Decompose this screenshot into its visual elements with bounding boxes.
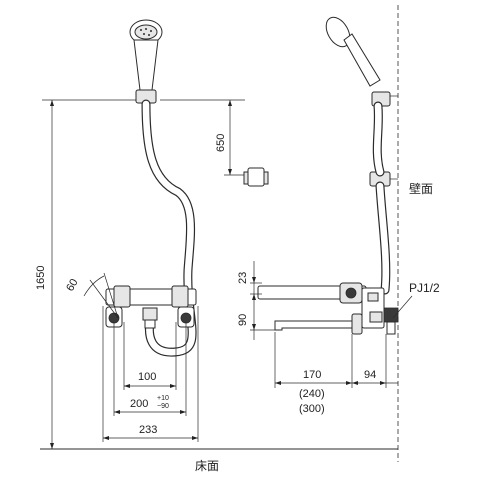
svg-text:170: 170 xyxy=(303,369,321,381)
hanger-bracket xyxy=(243,167,269,187)
dim-233: 233 xyxy=(102,306,199,442)
svg-text:94: 94 xyxy=(364,369,376,381)
svg-text:650: 650 xyxy=(215,134,227,152)
shower-head-front xyxy=(129,19,163,91)
svg-text:1650: 1650 xyxy=(35,266,47,290)
svg-text:PJ1/2: PJ1/2 xyxy=(409,281,440,295)
angle-indicator: 60 xyxy=(64,272,119,319)
svg-text:−90: −90 xyxy=(157,403,169,410)
pipe-label: PJ1/2 xyxy=(392,281,440,319)
dim-1650: 1650 xyxy=(35,99,136,449)
dim-100: 100 xyxy=(123,322,177,390)
dim-23-90: 23 90 xyxy=(237,261,275,340)
svg-text:200: 200 xyxy=(130,398,148,410)
dim-170: 170 (240) (300) xyxy=(274,332,353,415)
svg-text:233: 233 xyxy=(139,424,157,436)
svg-text:(240): (240) xyxy=(299,388,325,400)
svg-text:+10: +10 xyxy=(157,395,169,402)
svg-text:90: 90 xyxy=(237,314,249,326)
svg-text:23: 23 xyxy=(237,272,249,284)
faucet-body-side xyxy=(257,282,399,335)
dim-650: 650 xyxy=(160,99,245,176)
dim-94: 94 xyxy=(352,334,398,388)
wall-label: 壁面 xyxy=(409,181,433,196)
svg-text:(300): (300) xyxy=(299,403,325,415)
dim-200: 200 +10 −90 xyxy=(113,322,187,416)
svg-text:60: 60 xyxy=(64,277,81,294)
shower-head-side xyxy=(325,16,381,87)
faucet-body-front xyxy=(105,285,197,329)
floor-label: 床面 xyxy=(195,459,219,473)
svg-text:100: 100 xyxy=(138,371,156,383)
